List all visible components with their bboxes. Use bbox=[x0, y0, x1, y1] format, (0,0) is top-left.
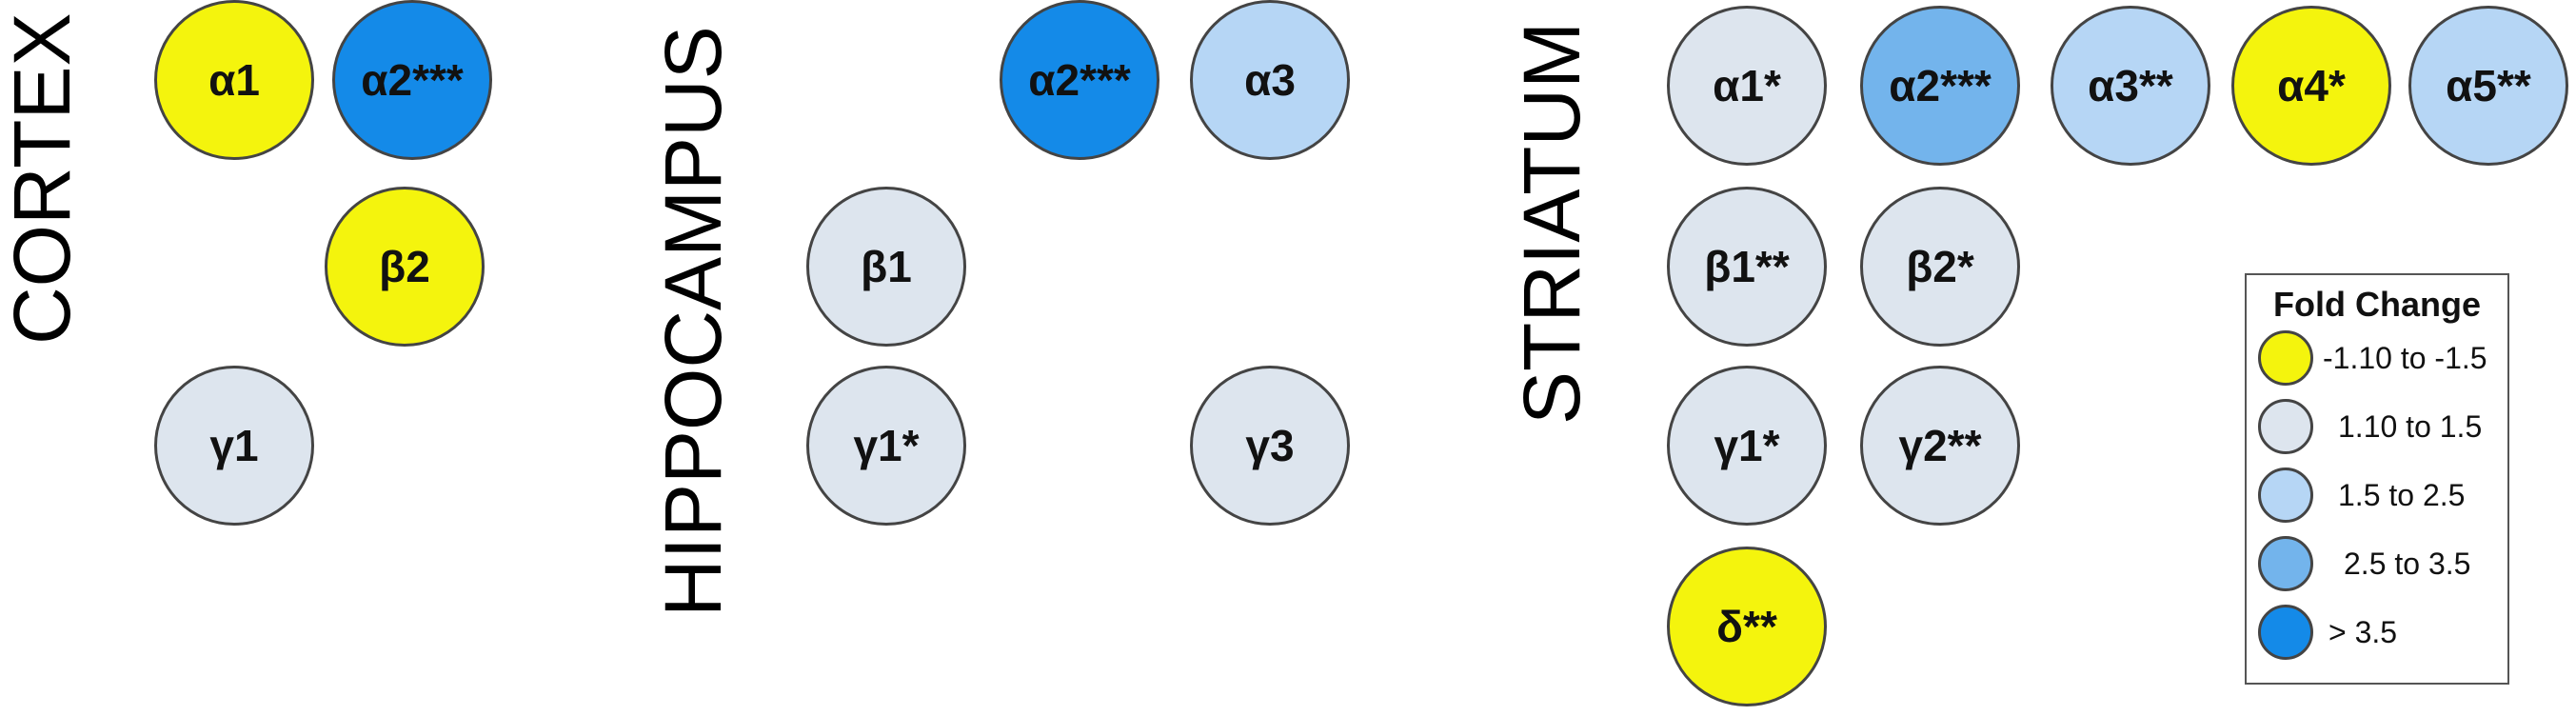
cortex-gamma1-node: γ1 bbox=[154, 366, 314, 526]
region-label-striatum: STRIATUM bbox=[1507, 21, 1596, 425]
legend-swatch-yellow bbox=[2258, 330, 2313, 386]
striatum-alpha5-node: α5** bbox=[2408, 6, 2568, 166]
hippocampus-gamma3-node: γ3 bbox=[1190, 366, 1350, 526]
region-label-cortex: CORTEX bbox=[0, 12, 87, 345]
legend-swatch-lightblue bbox=[2258, 467, 2313, 523]
legend-label: > 3.5 bbox=[2328, 615, 2398, 649]
striatum-alpha1-node: α1* bbox=[1667, 6, 1827, 166]
cortex-alpha2-node: α2*** bbox=[332, 0, 492, 160]
legend-swatch-lightgray bbox=[2258, 399, 2313, 454]
region-label-hippocampus: HIPPOCAMPUS bbox=[648, 26, 738, 617]
hippocampus-beta1-node: β1 bbox=[806, 187, 966, 347]
striatum-delta-node: δ** bbox=[1667, 547, 1827, 706]
striatum-alpha2-node: α2*** bbox=[1860, 6, 2020, 166]
striatum-alpha3-node: α3** bbox=[2051, 6, 2210, 166]
fold-change-legend: Fold Change -1.10 to -1.5 1.10 to 1.5 1.… bbox=[2245, 273, 2509, 685]
hippocampus-alpha3-node: α3 bbox=[1190, 0, 1350, 160]
striatum-alpha4-node: α4* bbox=[2231, 6, 2391, 166]
striatum-beta1-node: β1** bbox=[1667, 187, 1827, 347]
cortex-alpha1-node: α1 bbox=[154, 0, 314, 160]
legend-label: 1.5 to 2.5 bbox=[2338, 478, 2466, 512]
striatum-gamma2-node: γ2** bbox=[1860, 366, 2020, 526]
hippocampus-gamma1-node: γ1* bbox=[806, 366, 966, 526]
hippocampus-alpha2-node: α2*** bbox=[1000, 0, 1159, 160]
legend-swatch-darkblue bbox=[2258, 605, 2313, 660]
legend-label: 2.5 to 3.5 bbox=[2344, 547, 2471, 581]
legend-swatch-mediumblue bbox=[2258, 536, 2313, 591]
striatum-gamma1-node: γ1* bbox=[1667, 366, 1827, 526]
legend-label: -1.10 to -1.5 bbox=[2323, 341, 2487, 375]
legend-title: Fold Change bbox=[2273, 285, 2481, 324]
striatum-beta2-node: β2* bbox=[1860, 187, 2020, 347]
legend-label: 1.10 to 1.5 bbox=[2338, 409, 2483, 444]
cortex-beta2-node: β2 bbox=[325, 187, 485, 347]
